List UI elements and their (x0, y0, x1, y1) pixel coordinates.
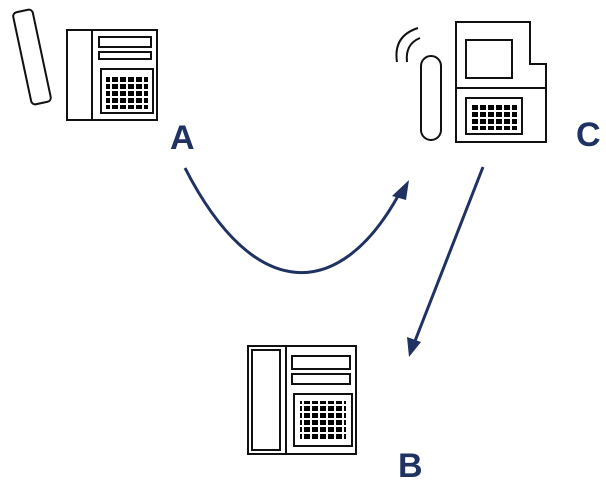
node-label-b: B (398, 447, 423, 485)
phone-c-icon (395, 21, 547, 143)
phone-b-icon (247, 345, 357, 455)
node-label-a: A (170, 119, 195, 157)
phone-a-icon (12, 8, 158, 121)
arrow-a-to-c (183, 167, 409, 275)
arrow-c-to-b (407, 166, 485, 357)
node-label-c: C (576, 116, 601, 154)
